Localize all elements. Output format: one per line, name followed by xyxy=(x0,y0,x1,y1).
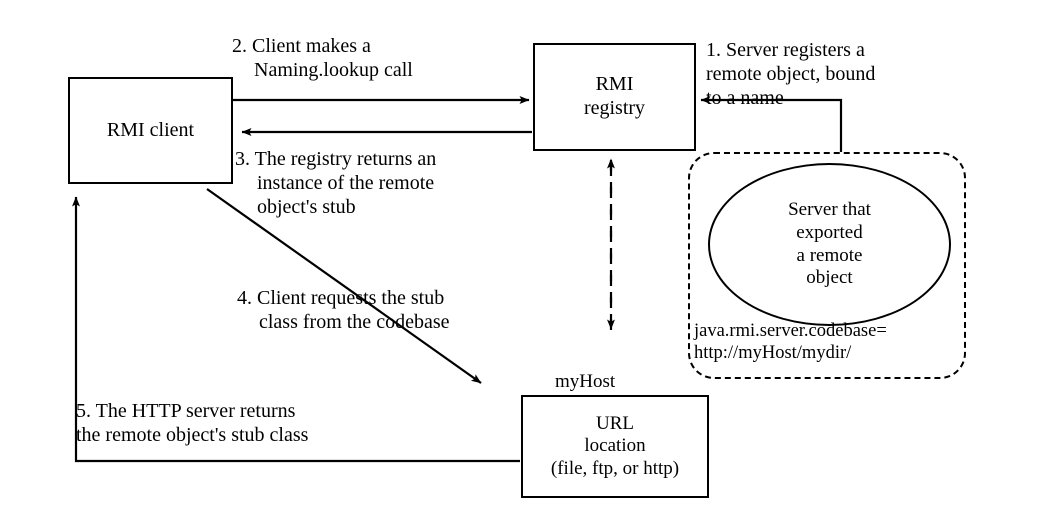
caption-step4-line2: class from the codebase xyxy=(259,311,450,333)
caption-step4: 4. Client requests the stub class from t… xyxy=(237,286,449,334)
arrow-step5-http-returns-stub xyxy=(72,196,520,463)
caption-step5-line1: 5. The HTTP server returns xyxy=(76,400,296,422)
node-server-label-line3: a remote xyxy=(796,244,863,266)
arrow-step4-request-stub-class xyxy=(206,188,482,384)
node-url-location-label-line3: (file, ftp, or http) xyxy=(550,457,680,479)
arrow-step1-register-object xyxy=(700,96,843,154)
codebase-property-text: java.rmi.server.codebase= http://myHost/… xyxy=(694,320,974,364)
node-rmi-client-label: RMI client xyxy=(106,118,195,141)
caption-step1-line1: 1. Server registers a xyxy=(706,39,865,61)
node-rmi-registry-label-line2: registry xyxy=(583,97,646,119)
node-url-location[interactable]: URL location (file, ftp, or http) xyxy=(521,395,709,498)
node-server-label-line1: Server that xyxy=(788,198,871,220)
caption-step3: 3. The registry returns an instance of t… xyxy=(235,147,436,219)
caption-step1-line3: to a name xyxy=(706,87,784,109)
caption-step1: 1. Server registers a remote object, bou… xyxy=(706,38,875,110)
codebase-property-line2: http://myHost/mydir/ xyxy=(694,343,852,364)
node-server-exported-object[interactable]: Server that exported a remote object xyxy=(708,163,951,326)
caption-step1-line2: remote object, bound xyxy=(706,63,876,85)
node-server-label-line4: object xyxy=(806,267,853,289)
caption-step2: 2. Client makes a Naming.lookup call xyxy=(232,34,413,82)
caption-step3-line2: instance of the remote xyxy=(257,172,435,194)
caption-step3-line1: 3. The registry returns an xyxy=(235,148,437,170)
codebase-property-line1: java.rmi.server.codebase= xyxy=(694,321,887,341)
caption-step2-line2: Naming.lookup call xyxy=(254,59,413,81)
caption-step5: 5. The HTTP server returns the remote ob… xyxy=(76,399,308,447)
node-server-label-line2: exported xyxy=(796,221,863,243)
node-url-location-label-line1: URL xyxy=(596,412,634,434)
caption-step2-line1: 2. Client makes a xyxy=(232,35,371,57)
label-myhost: myHost xyxy=(555,371,616,392)
node-rmi-client[interactable]: RMI client xyxy=(68,77,233,184)
caption-step4-line1: 4. Client requests the stub xyxy=(237,287,445,309)
node-rmi-registry-label-line1: RMI xyxy=(595,73,634,96)
caption-step5-line2: the remote object's stub class xyxy=(76,424,309,446)
node-url-location-label-line2: location xyxy=(584,435,646,457)
caption-step3-line3: object's stub xyxy=(257,196,356,218)
node-rmi-registry[interactable]: RMI registry xyxy=(533,43,696,151)
